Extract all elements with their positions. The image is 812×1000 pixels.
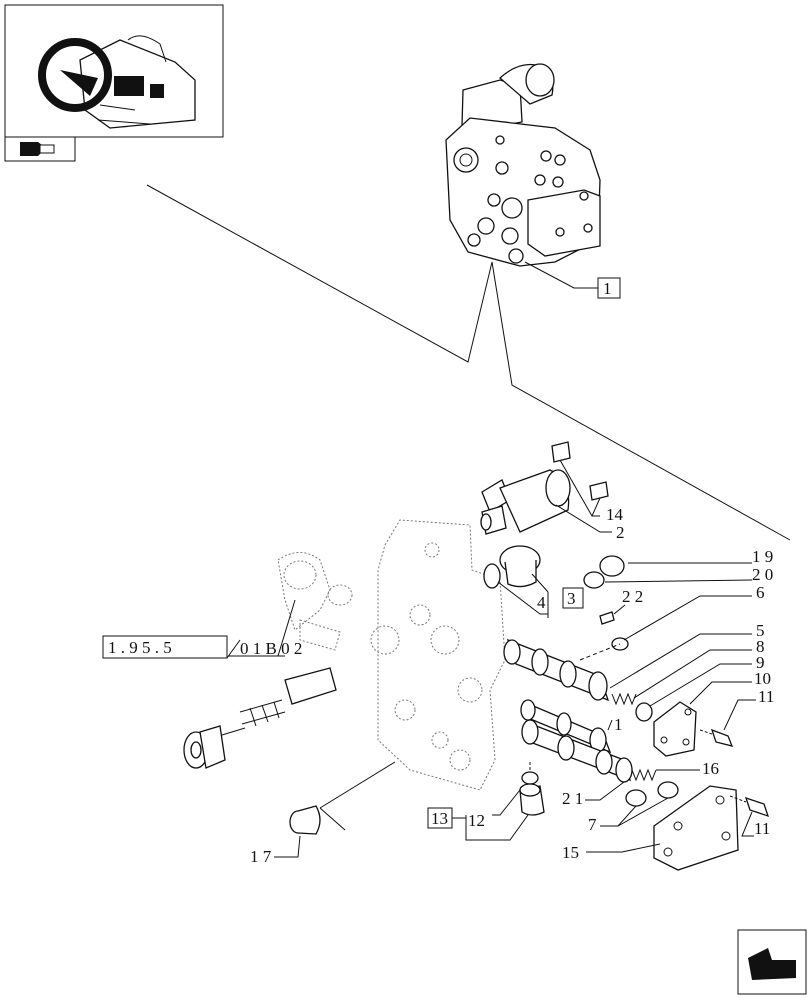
- label-21: 2 1: [562, 789, 583, 808]
- label-4: 4: [537, 593, 546, 612]
- part-10-cover: [653, 701, 697, 757]
- label-1-spool: 1: [614, 715, 623, 734]
- part-19-oring: [599, 555, 625, 577]
- part-22-pin: [599, 611, 615, 625]
- label-19: 1 9: [752, 547, 773, 566]
- label-17: 1 7: [250, 847, 272, 866]
- label-11-upper: 11: [758, 687, 774, 706]
- thumbnail-frame[interactable]: [4, 4, 224, 162]
- part-16-spring: [631, 768, 657, 782]
- part-2-solenoid: [480, 469, 571, 535]
- next-page-arrow-icon[interactable]: [737, 929, 807, 995]
- label-15: 15: [562, 843, 579, 862]
- part-1-spool: [520, 699, 612, 754]
- label-3: 3: [567, 589, 576, 608]
- label-7: 7: [588, 815, 597, 834]
- label-10: 10: [754, 669, 771, 688]
- label-22: 2 2: [622, 587, 643, 606]
- ref-box-1-95-5: 1 . 9 5 . 5: [108, 638, 172, 657]
- label-2: 2: [616, 523, 625, 542]
- label-14: 14: [606, 505, 624, 524]
- part-15-cover: [653, 785, 739, 871]
- label-5: 5: [756, 621, 765, 640]
- zoom-guide-lines: [146, 184, 791, 541]
- valve-assembly-overview: [445, 63, 601, 267]
- section-marker-icon: [20, 142, 55, 156]
- label-13: 13: [431, 809, 448, 828]
- label-11-lower: 11: [754, 819, 770, 838]
- ref-label-1: 1: [603, 279, 612, 298]
- part-11-screw-lower: [744, 796, 770, 818]
- part-11-screw-upper: [710, 728, 734, 747]
- ref-box-tail: 0 1 B 0 2: [240, 639, 302, 658]
- part-12-plug: [519, 771, 545, 816]
- tractor-steering-wheel-icon: [38, 35, 196, 129]
- valve-body-ghost: [277, 519, 506, 791]
- left-spool-assembly: [183, 667, 337, 769]
- label-16: 16: [702, 759, 719, 778]
- label-9: 9: [756, 653, 765, 672]
- part-8-spring: [611, 692, 637, 706]
- part-4-plug: [483, 545, 541, 589]
- part-5-spool: [503, 638, 610, 702]
- part-7-oring-b: [657, 781, 679, 799]
- part-7-oring-a: [625, 789, 647, 807]
- part-17-cap: [289, 805, 321, 835]
- part-9-ring: [635, 702, 653, 722]
- part-21-spool: [521, 719, 633, 783]
- label-12: 12: [468, 811, 485, 830]
- label-20: 2 0: [752, 565, 773, 584]
- part-14-screws: [551, 441, 609, 501]
- label-6: 6: [756, 583, 765, 602]
- label-8: 8: [756, 637, 765, 656]
- part-20-oring: [583, 571, 605, 589]
